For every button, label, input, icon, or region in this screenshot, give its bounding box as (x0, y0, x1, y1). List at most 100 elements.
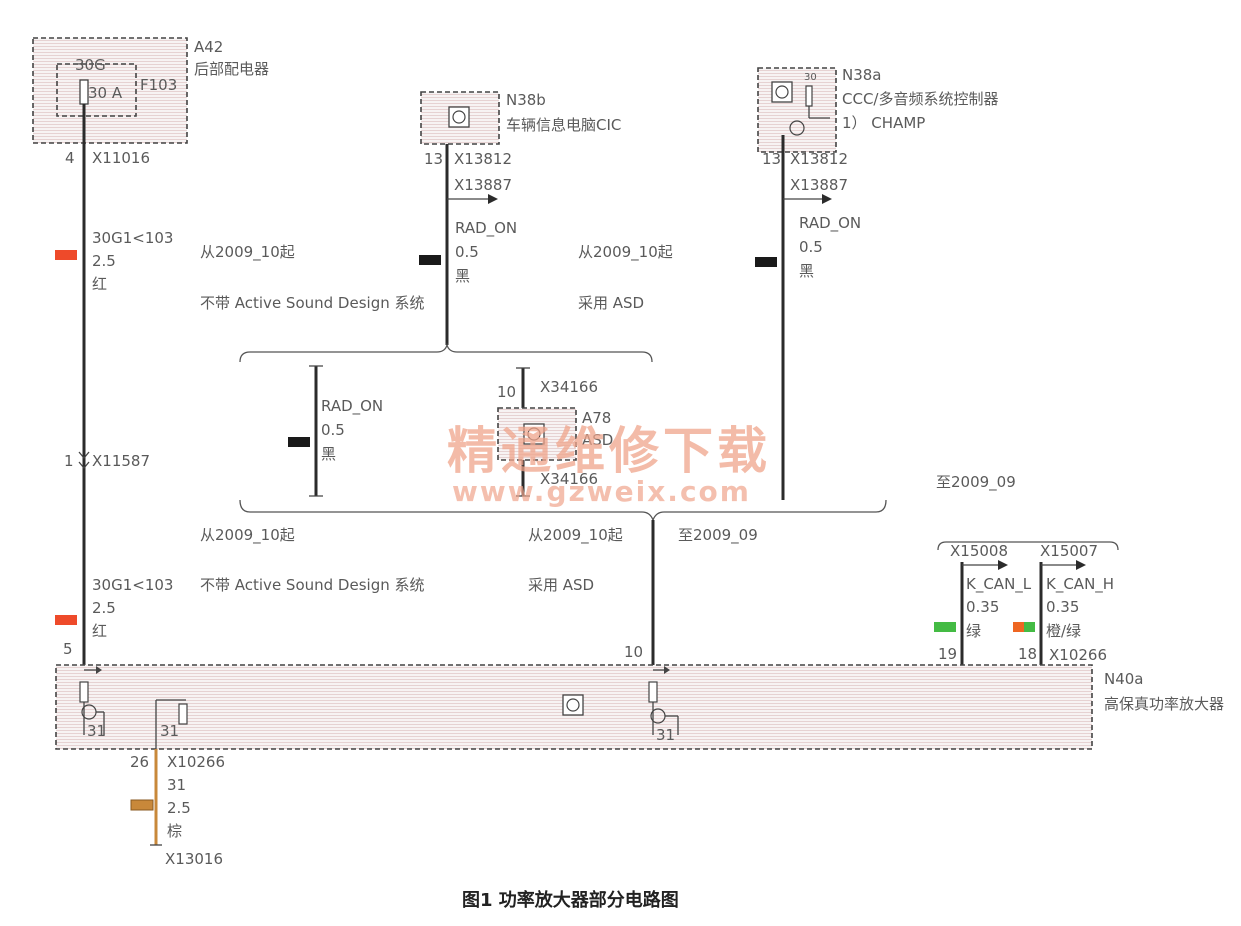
rad-asd-signal: RAD_ON (321, 397, 383, 416)
n38a-connector: X13812 (790, 150, 848, 168)
f103-label: F103 (140, 76, 177, 94)
a42-box (32, 37, 188, 144)
control-unit-icon (527, 427, 541, 441)
k-can-h-color: 橙/绿 (1046, 622, 1081, 640)
n38a-pin: 13 (762, 150, 781, 168)
control-unit-icon (523, 423, 545, 445)
ground-color: 棕 (167, 822, 182, 840)
condition-from-2009-10-d: 从2009_10起 (528, 526, 623, 545)
wire-color-swatch-green (934, 622, 956, 632)
k-can-h-connector: X15007 (1040, 542, 1098, 560)
fuse-icon (805, 85, 813, 107)
n38a-component: 30 N38a CCC/多音频系统控制器 1） CHAMP 13 X13812 … (757, 66, 998, 194)
power-top-color: 红 (92, 275, 107, 293)
ground-signal: 31 (167, 776, 186, 794)
rad-ccc-color: 黑 (799, 262, 814, 280)
condition-no-asd: 不带 Active Sound Design 系统 (200, 294, 425, 312)
k-can-h-gauge: 0.35 (1046, 598, 1079, 616)
wire-color-swatch-black (419, 255, 441, 265)
connector-mark (78, 451, 90, 460)
brace-top (239, 342, 653, 363)
arrow-right-icon (488, 194, 498, 204)
condition-with-asd-b: 采用 ASD (528, 576, 594, 594)
n38b-connector2: X13887 (454, 176, 512, 194)
condition-no-asd-b: 不带 Active Sound Design 系统 (200, 576, 425, 594)
a78-component: 10 X34166 A78 ASD X34166 (497, 367, 613, 497)
control-unit-icon (562, 694, 584, 716)
condition-from-2009-10: 从2009_10起 (200, 243, 295, 262)
fuse-icon (79, 681, 89, 703)
power-top-signal: 30G1<103 (92, 229, 173, 247)
mid-connector: X11587 (92, 452, 150, 470)
n38a-note: 1） CHAMP (842, 114, 925, 132)
power-bottom-signal: 30G1<103 (92, 576, 173, 594)
condition-to-2009-09-b: 至2009_09 (678, 526, 758, 545)
wire-color-swatch-brown (130, 799, 154, 811)
ground-connector: X10266 (167, 753, 225, 771)
power-top-gauge: 2.5 (92, 252, 116, 270)
condition-to-2009-09-a: 至2009_09 (936, 473, 1016, 492)
ground-pin: 26 (130, 753, 149, 771)
a42-connector: X11016 (92, 149, 150, 167)
arrow-right-icon (998, 560, 1008, 570)
k-can-h-pin: 18 (1018, 645, 1037, 663)
wire-color-swatch-red-bottom (55, 615, 77, 625)
n38b-pin: 13 (424, 150, 443, 168)
n38b-connector: X13812 (454, 150, 512, 168)
k-can-l-connector: X15008 (950, 542, 1008, 560)
n38a-id: N38a (842, 66, 882, 84)
n38b-name: 车辆信息电脑CIC (506, 116, 621, 134)
rad-cic-signal: RAD_ON (455, 219, 517, 238)
arrow-right-icon (96, 666, 102, 674)
connector-mark (78, 461, 90, 470)
wire-end-marks (309, 365, 323, 497)
watermark-url: www.gzweix.com (452, 475, 751, 508)
a78-connector2: X34166 (540, 470, 598, 488)
a42-term-label: 30G (75, 56, 106, 74)
control-unit-icon (771, 81, 793, 103)
transistor-icon (789, 120, 805, 136)
ground-end-connector: X13016 (165, 850, 223, 868)
power-bottom-gauge: 2.5 (92, 599, 116, 617)
n38b-id: N38b (506, 91, 546, 109)
condition-from-2009-10-b: 从2009_10起 (578, 243, 673, 262)
k-can-h-signal: K_CAN_H (1046, 575, 1114, 594)
wire-color-swatch-red-top (55, 250, 77, 260)
rad-asd-color: 黑 (321, 445, 336, 463)
n38a-term: 30 (804, 72, 817, 83)
fuse-icon (178, 703, 188, 725)
ground-label-a: 31 (87, 722, 106, 740)
a78-name: ASD (582, 431, 613, 449)
figure-caption: 图1 功率放大器部分电路图 (462, 889, 679, 911)
arrow-right-icon (1076, 560, 1086, 570)
a42-id: A42 (194, 38, 223, 56)
fuse-icon (648, 681, 658, 703)
brace-kcan (937, 541, 1119, 551)
a78-pin: 10 (497, 383, 516, 401)
k-can-l-color: 绿 (966, 622, 981, 640)
n38a-name: CCC/多音频系统控制器 (842, 90, 998, 108)
a78-id: A78 (582, 409, 611, 427)
wire-color-swatch-black (755, 257, 777, 267)
n40a-id: N40a (1104, 670, 1144, 688)
ground-label-b: 31 (160, 722, 179, 740)
rad-cic-gauge: 0.5 (455, 243, 479, 261)
wire-color-swatch-green-stripe (1024, 622, 1035, 632)
rad-ccc-gauge: 0.5 (799, 238, 823, 256)
a42-pin: 4 (65, 149, 75, 167)
control-unit-icon (566, 698, 580, 712)
rad-cic-color: 黑 (455, 267, 470, 285)
a42-component: 30G F103 30 A A42 后部配电器 4 X11016 (32, 37, 269, 167)
wire-color-swatch-orange (1013, 622, 1024, 632)
mid-connector-pin: 1 (64, 452, 74, 470)
power-bottom-color: 红 (92, 622, 107, 640)
a42-name: 后部配电器 (194, 60, 269, 78)
amp-rad-pin: 10 (624, 643, 643, 661)
condition-with-asd: 采用 ASD (578, 294, 644, 312)
arrow-right-icon (664, 666, 670, 674)
n38a-connector2: X13887 (790, 176, 848, 194)
f103-box (56, 63, 137, 117)
control-unit-icon (452, 110, 466, 124)
